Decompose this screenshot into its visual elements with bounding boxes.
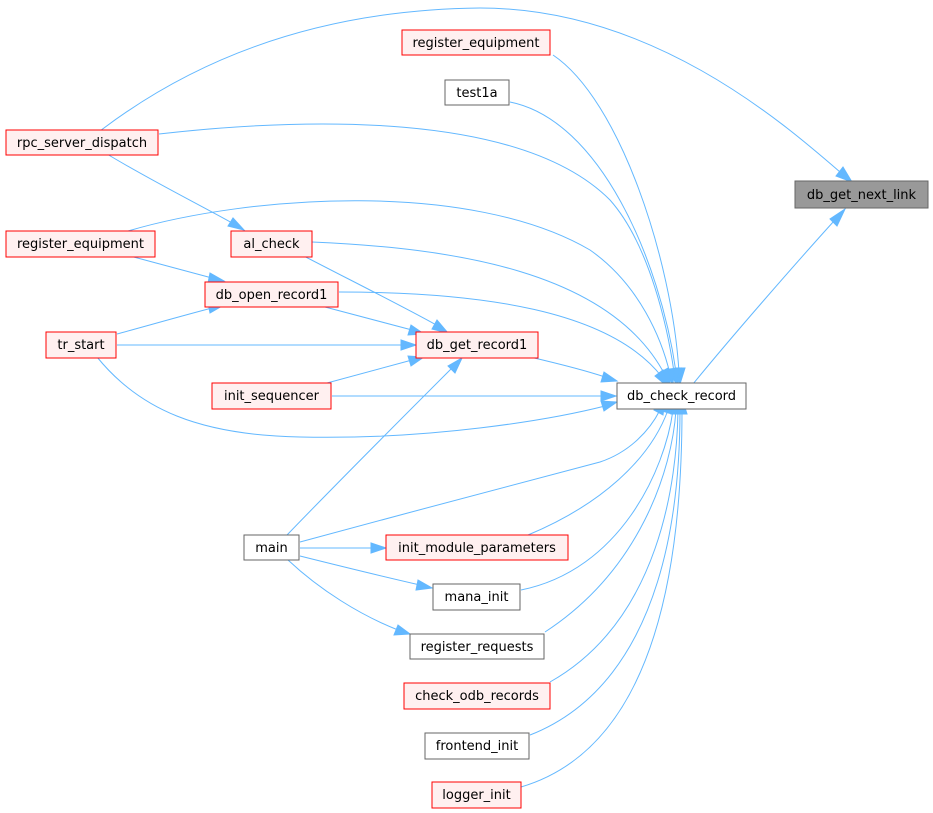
edge-arrowhead	[600, 390, 618, 402]
node-label: db_get_next_link	[807, 188, 917, 203]
edges	[96, 7, 854, 788]
node-label: register_equipment	[413, 36, 540, 51]
node-label: register_equipment	[17, 237, 144, 252]
node-label: rpc_server_dispatch	[17, 136, 147, 151]
edge-db-open-record1-to-db-get-record1	[324, 306, 413, 331]
edge-al-check-to-db-get-record1	[299, 253, 439, 327]
node-label: db_open_record1	[216, 288, 328, 303]
node-main[interactable]: main	[243, 534, 300, 561]
edge-arrowhead	[415, 579, 434, 591]
node-label: register_requests	[421, 640, 534, 655]
edge-arrowhead	[447, 356, 464, 374]
node-label: init_sequencer	[224, 389, 320, 404]
node-register-equipment-top[interactable]: register_equipment	[401, 29, 551, 56]
node-label: test1a	[456, 86, 497, 101]
edge-arrowhead	[400, 339, 418, 351]
edge-frontend-init-to-db-check-record	[529, 409, 681, 736]
edge-register-requests-to-db-check-record	[544, 409, 677, 633]
node-label: check_odb_records	[415, 689, 539, 704]
node-check-odb-records[interactable]: check_odb_records	[403, 682, 551, 710]
node-db-get-next-link[interactable]: db_get_next_link	[794, 180, 929, 209]
node-tr-start[interactable]: tr_start	[45, 331, 117, 359]
edge-main-to-db-get-record1	[286, 366, 454, 536]
edge-check-odb-records-to-db-check-record	[549, 409, 679, 683]
node-register-requests[interactable]: register_requests	[409, 633, 545, 660]
edge-register-equipment-left-to-db-open-record1	[129, 255, 213, 279]
edge-tr-start-to-db-open-record1	[116, 307, 213, 335]
edge-al-check-to-db-check-record	[311, 241, 666, 376]
node-label: db_check_record	[627, 389, 736, 404]
node-al-check[interactable]: al_check	[230, 230, 313, 258]
node-label: logger_init	[442, 788, 510, 803]
node-mana-init[interactable]: mana_init	[432, 583, 521, 611]
node-frontend-init[interactable]: frontend_init	[424, 732, 530, 760]
edge-db-get-record1-to-db-check-record	[529, 356, 606, 378]
node-label: mana_init	[445, 590, 509, 605]
node-rpc-server-dispatch[interactable]: rpc_server_dispatch	[5, 129, 159, 156]
edge-arrowhead	[370, 542, 388, 554]
edge-arrowhead	[600, 371, 619, 383]
edge-register-equipment-top-to-db-check-record	[552, 54, 680, 373]
edge-tr-start-to-db-check-record	[96, 356, 606, 438]
edge-arrowhead	[835, 166, 854, 183]
node-label: main	[255, 541, 287, 556]
node-db-get-record1[interactable]: db_get_record1	[415, 331, 539, 359]
edge-register-equipment-left-to-db-check-record	[127, 200, 671, 375]
edge-init-module-parameters-to-db-check-record	[527, 409, 669, 536]
edge-rpc-server-dispatch-to-db-get-next-link	[99, 7, 841, 173]
node-logger-init[interactable]: logger_init	[431, 781, 522, 809]
edge-db-open-record1-to-db-check-record	[338, 291, 663, 378]
edge-db-check-record-to-db-get-next-link	[692, 220, 835, 385]
node-register-equipment-left[interactable]: register_equipment	[5, 230, 156, 258]
edge-logger-init-to-db-check-record	[520, 409, 683, 788]
edge-arrowhead	[227, 217, 246, 231]
edge-main-to-db-check-record	[299, 409, 661, 543]
edge-arrowhead	[829, 207, 847, 227]
node-init-module-parameters[interactable]: init_module_parameters	[385, 534, 569, 561]
node-label: init_module_parameters	[398, 541, 556, 556]
edge-test1a-to-db-check-record	[509, 101, 677, 373]
node-test1a[interactable]: test1a	[444, 79, 510, 106]
node-init-sequencer[interactable]: init_sequencer	[211, 382, 332, 410]
node-db-open-record1[interactable]: db_open_record1	[204, 281, 339, 308]
edge-rpc-server-dispatch-to-al-check	[106, 153, 235, 225]
edge-arrowhead	[393, 624, 412, 636]
node-label: tr_start	[57, 338, 104, 353]
node-db-check-record[interactable]: db_check_record	[616, 382, 747, 410]
edge-mana-init-to-db-check-record	[520, 409, 674, 591]
edge-init-sequencer-to-db-get-record1	[326, 359, 413, 384]
nodes: db_get_next_link db_check_record registe…	[5, 29, 929, 809]
edge-main-to-mana-init	[299, 555, 421, 586]
edge-arrowhead	[600, 400, 619, 412]
node-label: al_check	[243, 237, 300, 252]
edge-arrowhead	[431, 319, 450, 334]
node-label: db_get_record1	[427, 338, 528, 353]
node-label: frontend_init	[436, 739, 518, 754]
edge-rpc-server-dispatch-to-db-check-record	[158, 123, 675, 373]
edge-main-to-register-requests	[287, 559, 399, 631]
